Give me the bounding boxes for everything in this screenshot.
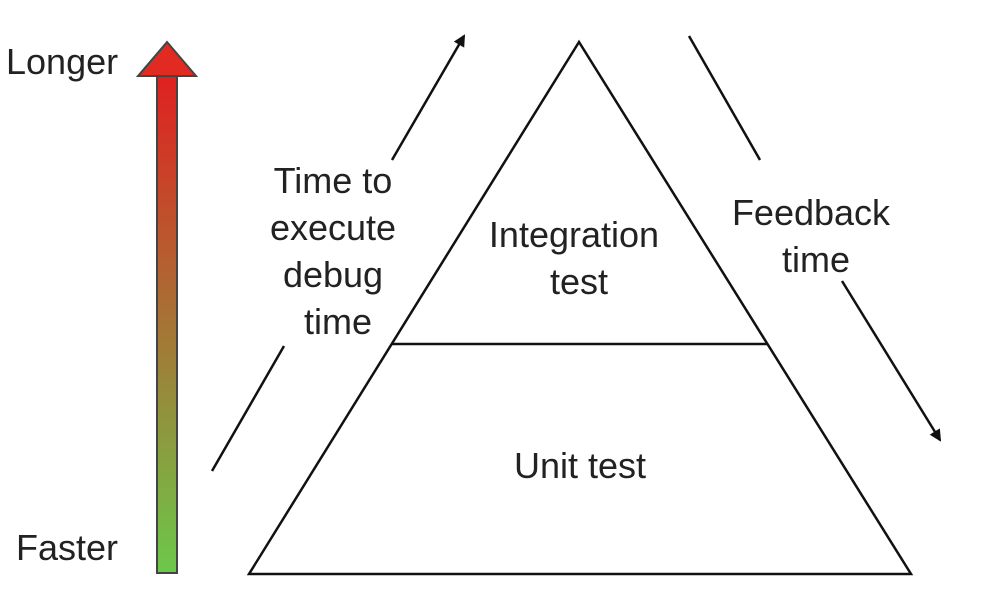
speed-scale-arrowhead <box>135 40 199 77</box>
feedback-time-arrow-upper-line <box>687 35 762 161</box>
execute-time-arrow-lower-line <box>210 345 286 472</box>
test-pyramid <box>246 39 914 576</box>
scale-label-faster: Faster <box>16 527 118 568</box>
pyramid-outline <box>246 39 914 576</box>
integration-test-label-line-1: Integration <box>489 214 659 255</box>
execute-time-label-line-4: time <box>304 301 372 342</box>
feedback-time-arrow <box>687 35 942 442</box>
execute-time-arrow-upper-line <box>390 34 466 161</box>
execute-time-label-line-2: execute <box>270 207 396 248</box>
unit-test-label: Unit test <box>514 445 646 486</box>
feedback-time-arrow-lower-line <box>840 280 942 442</box>
feedback-time-label: Feedback time <box>732 192 900 280</box>
feedback-time-label-line-1: Feedback <box>732 192 891 233</box>
execute-time-label-line-3: debug <box>283 254 383 295</box>
execute-time-label-line-1: Time to <box>274 160 393 201</box>
feedback-time-label-line-2: time <box>782 239 850 280</box>
speed-scale-arrow <box>135 40 199 574</box>
integration-test-label-line-2: test <box>550 261 608 302</box>
scale-label-longer: Longer <box>6 41 118 82</box>
execute-time-label: Time to execute debug time <box>270 160 406 342</box>
speed-scale-shaft <box>156 75 178 574</box>
integration-test-label: Integration test <box>489 214 669 302</box>
execute-time-arrow <box>210 34 466 472</box>
